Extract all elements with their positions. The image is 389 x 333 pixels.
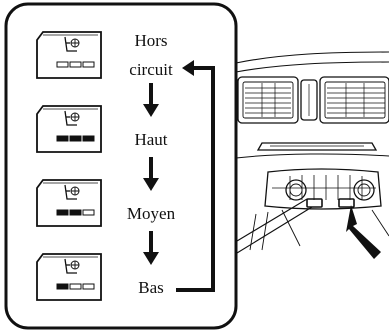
label-low: Bas: [138, 278, 164, 297]
callout-connector: [236, 198, 313, 254]
flow-arrows: [143, 83, 159, 265]
climate-control-panel: [264, 168, 382, 210]
level-indicator-bar: [82, 61, 95, 68]
label-medium: Moyen: [127, 204, 176, 223]
level-indicator-bar: [56, 61, 69, 68]
seat-ventilation-switch-icon: [36, 105, 102, 153]
arrow-down-icon: [143, 83, 159, 117]
arrow-down-icon: [143, 231, 159, 265]
callout-box: [4, 2, 238, 330]
level-indicator-bar: [69, 61, 82, 68]
step-labels: Hors circuit Haut Moyen Bas: [127, 31, 176, 297]
left-seat-switch: [306, 198, 323, 208]
switch-body: [36, 31, 102, 79]
switch-icon-column: [36, 31, 102, 301]
dashboard-illustration: [235, 51, 389, 251]
level-indicator-bar: [69, 283, 82, 290]
switch-body: [36, 253, 102, 301]
pointer-arrow-icon: [346, 205, 381, 259]
label-off-line1: Hors: [134, 31, 167, 50]
dash-upper-contour: [235, 51, 389, 73]
cycle-return-arrow-icon: [176, 60, 215, 292]
vent-divider: [300, 79, 318, 121]
level-indicator-bar: [82, 283, 95, 290]
label-off-line2: circuit: [129, 60, 173, 79]
seat-ventilation-switch-icon: [36, 31, 102, 79]
right-knob: [353, 179, 375, 201]
seat-ventilation-icon: [64, 184, 80, 200]
level-indicator-bar: [56, 135, 69, 142]
seat-ventilation-icon: [64, 258, 80, 274]
seat-ventilation-switch-icon: [36, 253, 102, 301]
seat-ventilation-icon: [64, 110, 80, 126]
right-seat-switch: [338, 198, 355, 208]
right-air-vent: [319, 76, 389, 124]
level-indicator-bar: [82, 209, 95, 216]
level-indicator-bar: [56, 209, 69, 216]
switch-body: [36, 179, 102, 227]
level-indicator-bar: [69, 135, 82, 142]
left-air-vent: [237, 76, 299, 124]
level-indicator-bar: [56, 283, 69, 290]
seat-ventilation-switch-icon: [36, 179, 102, 227]
seat-ventilation-icon: [64, 36, 80, 52]
switch-body: [36, 105, 102, 153]
level-indicator-bar: [82, 135, 95, 142]
level-indicator-bar: [69, 209, 82, 216]
left-knob: [285, 179, 307, 201]
console-display-strip: [235, 142, 389, 159]
label-high: Haut: [134, 130, 167, 149]
arrow-down-icon: [143, 157, 159, 191]
